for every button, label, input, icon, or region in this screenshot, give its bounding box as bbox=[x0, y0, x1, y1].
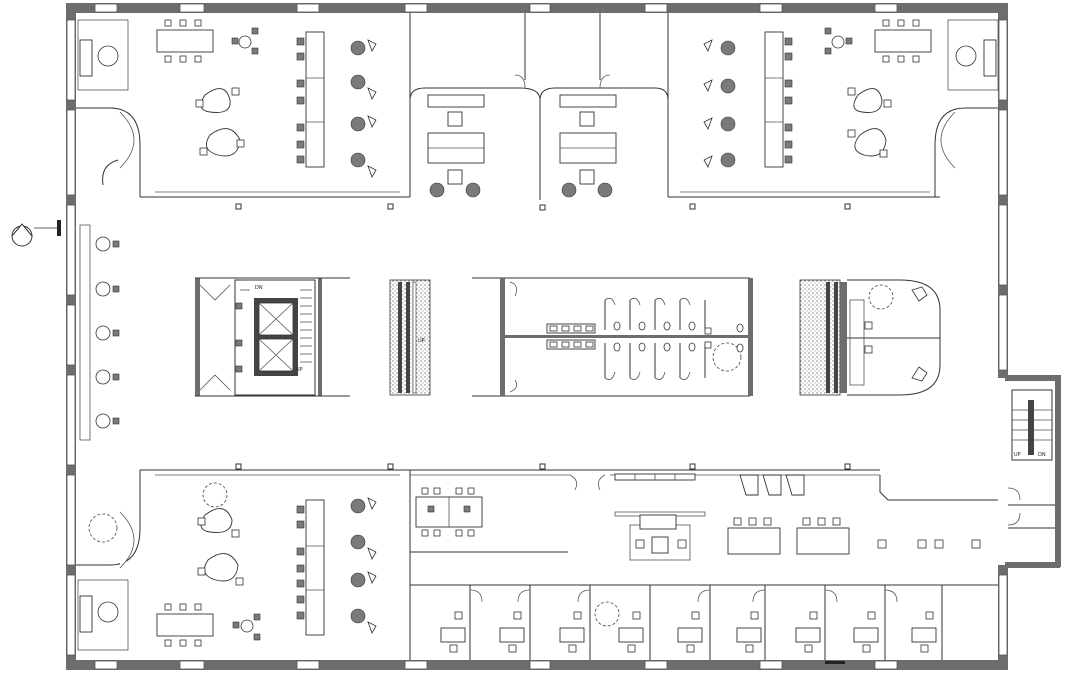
windows-east bbox=[998, 19, 1008, 656]
ramp-up-label: UP bbox=[418, 338, 425, 344]
stair-east-dn-label: DN bbox=[1038, 452, 1046, 458]
restroom-core bbox=[472, 277, 753, 397]
east-stair: UP DN bbox=[1005, 375, 1061, 568]
windows-west bbox=[66, 19, 76, 656]
west-core: DN UP bbox=[195, 277, 350, 397]
ramp: UP bbox=[389, 279, 431, 396]
windows-bottom bbox=[94, 660, 898, 670]
section-marker bbox=[11, 220, 61, 247]
south-central bbox=[410, 463, 998, 586]
ne-office bbox=[668, 19, 999, 210]
stair-west-up-label: UP bbox=[296, 367, 303, 373]
nw-office bbox=[76, 13, 411, 210]
east-lounge bbox=[799, 279, 941, 396]
central-top-rooms bbox=[409, 13, 669, 211]
private-offices bbox=[440, 585, 943, 664]
windows-top bbox=[94, 3, 898, 13]
west-banquette bbox=[79, 224, 120, 441]
exterior-walls bbox=[66, 3, 1008, 670]
sw-office bbox=[76, 463, 411, 660]
stair-east-up-label: UP bbox=[1014, 452, 1021, 458]
stair-west-dn-label: DN bbox=[255, 285, 263, 291]
